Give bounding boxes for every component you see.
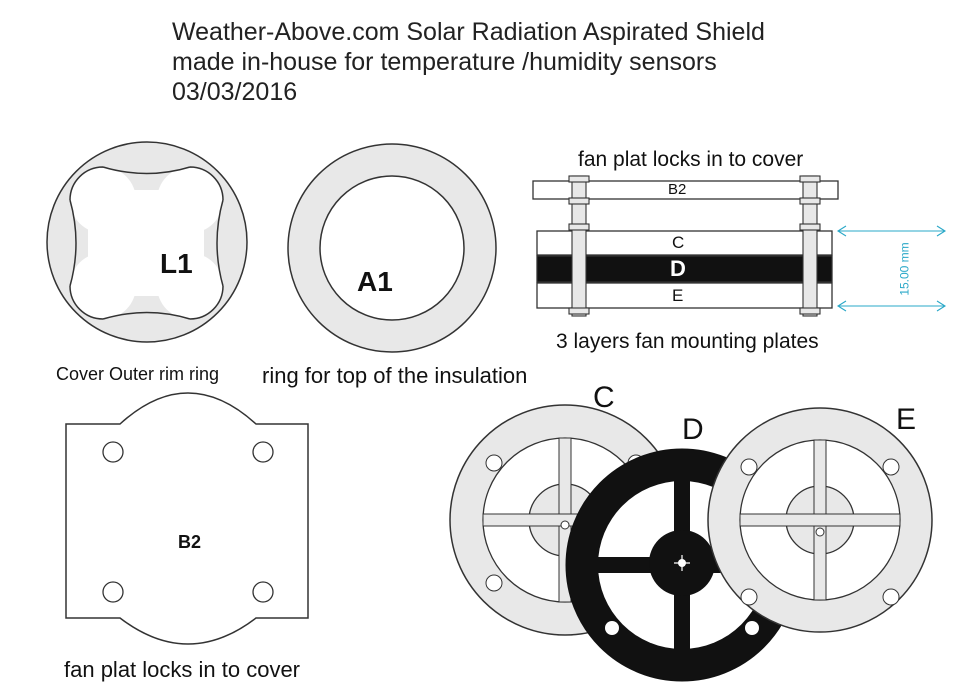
l1-cover-rim-ring xyxy=(46,141,248,343)
a1-label: A1 xyxy=(357,266,393,297)
l1-caption: Cover Outer rim ring xyxy=(56,364,220,384)
plate-e-label: E xyxy=(896,403,917,436)
stack-e-label: E xyxy=(672,286,684,305)
a1-insulation-ring xyxy=(287,143,497,353)
stack-top-caption: fan plat locks in to cover xyxy=(578,148,804,171)
plate-stack-side-view xyxy=(532,175,947,317)
b2-label: B2 xyxy=(178,532,202,552)
title-line-2: made in-house for temperature /humidity … xyxy=(172,48,717,76)
stack-c-label: C xyxy=(672,233,685,252)
b2-plate xyxy=(65,392,309,645)
plate-c-label: C xyxy=(593,381,615,414)
title-line-1: Weather-Above.com Solar Radiation Aspira… xyxy=(172,18,765,46)
plate-d-label: D xyxy=(682,413,704,446)
b2-caption: fan plat locks in to cover xyxy=(64,657,301,682)
stack-b2-label: B2 xyxy=(668,181,687,198)
l1-label: L1 xyxy=(160,248,193,279)
stack-bottom-caption: 3 layers fan mounting plates xyxy=(556,330,819,353)
title-date: 03/03/2016 xyxy=(172,78,298,106)
a1-caption: ring for top of the insulation xyxy=(262,363,528,388)
dimension-label: 15.00 mm xyxy=(897,242,912,296)
stack-d-label: D xyxy=(670,256,686,281)
plate-e xyxy=(707,407,933,633)
dimension-marker xyxy=(836,225,947,312)
